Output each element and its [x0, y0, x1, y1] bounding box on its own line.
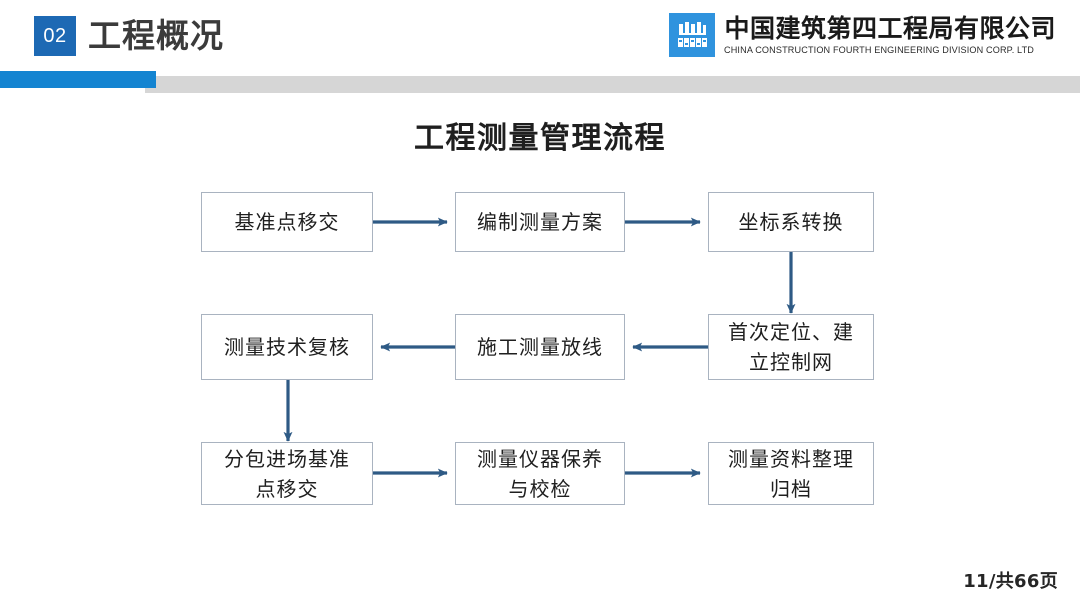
brand-text: 中国建筑第四工程局有限公司 CHINA CONSTRUCTION FOURTH … — [724, 14, 1056, 57]
flow-node-label: 分包进场基准 点移交 — [224, 444, 350, 504]
flow-node-line: 归档 — [770, 476, 812, 501]
flow-node-line: 测量仪器保养 — [477, 446, 603, 471]
flow-node-label: 基准点移交 — [234, 209, 340, 234]
flow-node-shouci-dingwei-jianli-kongzhiwang[interactable]: 首次定位、建 立控制网 — [708, 314, 874, 380]
header-accent-bar-gray — [145, 76, 1080, 93]
flow-node-line: 点移交 — [255, 476, 319, 501]
flow-node-fenbao-jinchang-jizhundian-yijiao[interactable]: 分包进场基准 点移交 — [201, 442, 373, 505]
flow-node-celiang-jishu-fuhe[interactable]: 测量技术复核 — [201, 314, 373, 380]
company-brand: 中国建筑第四工程局有限公司 CHINA CONSTRUCTION FOURTH … — [669, 13, 1056, 57]
cscec-logo-icon — [669, 13, 716, 57]
flow-node-label: 测量技术复核 — [224, 334, 350, 359]
flow-node-line: 与校检 — [508, 476, 572, 501]
flow-node-line: 测量资料整理 — [728, 446, 854, 471]
flow-node-label: 首次定位、建 立控制网 — [728, 317, 854, 377]
flow-node-bianzhi-celiang-fangan[interactable]: 编制测量方案 — [455, 192, 625, 252]
flow-node-label: 测量资料整理 归档 — [728, 444, 854, 504]
flow-node-celiang-ziliao-zhengli-guidang[interactable]: 测量资料整理 归档 — [708, 442, 874, 505]
flow-node-label: 测量仪器保养 与校检 — [477, 444, 603, 504]
page-number: 11/共66页 — [963, 571, 1058, 592]
flow-node-line: 分包进场基准 — [224, 446, 350, 471]
flow-node-shigong-celiang-fangxian[interactable]: 施工测量放线 — [455, 314, 625, 380]
brand-name-cn: 中国建筑第四工程局有限公司 — [724, 13, 1056, 43]
flow-node-label: 编制测量方案 — [477, 209, 603, 234]
slide-header: 02 工程概况 — [0, 0, 1080, 95]
flow-node-celiang-yiqi-baoyang-yu-jiaojian[interactable]: 测量仪器保养 与校检 — [455, 442, 625, 505]
flow-node-line: 首次定位、建 — [728, 320, 854, 344]
page-title: 工程测量管理流程 — [414, 121, 666, 156]
flow-node-line: 立控制网 — [749, 350, 833, 374]
flow-node-label: 施工测量放线 — [477, 334, 603, 359]
flow-node-jizhundian-yijiao[interactable]: 基准点移交 — [201, 192, 373, 252]
section-number-badge: 02 — [34, 16, 76, 56]
section-title: 工程概况 — [88, 16, 224, 55]
flow-node-label: 坐标系转换 — [738, 209, 844, 234]
brand-name-en: CHINA CONSTRUCTION FOURTH ENGINEERING DI… — [724, 44, 1035, 55]
flow-node-zuobiaoxi-zhuanhuan[interactable]: 坐标系转换 — [708, 192, 874, 252]
header-accent-bar-blue — [0, 71, 156, 88]
